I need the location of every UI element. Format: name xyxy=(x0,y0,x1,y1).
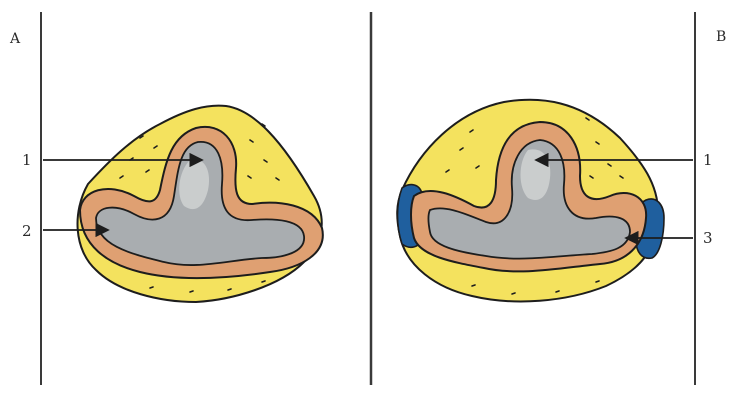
panel-b-section xyxy=(397,100,693,302)
panel-a-section xyxy=(43,106,323,302)
panel-a-callout-1: 1 xyxy=(22,153,32,168)
panel-a-letter: A xyxy=(10,32,20,46)
panel-b-callout-1: 1 xyxy=(703,153,713,168)
panel-b-callout-3: 3 xyxy=(703,231,713,246)
panel-b-lumen-highlight xyxy=(521,149,551,200)
panel-a-callout-2: 2 xyxy=(22,224,32,239)
panel-b-letter: B xyxy=(716,30,726,44)
